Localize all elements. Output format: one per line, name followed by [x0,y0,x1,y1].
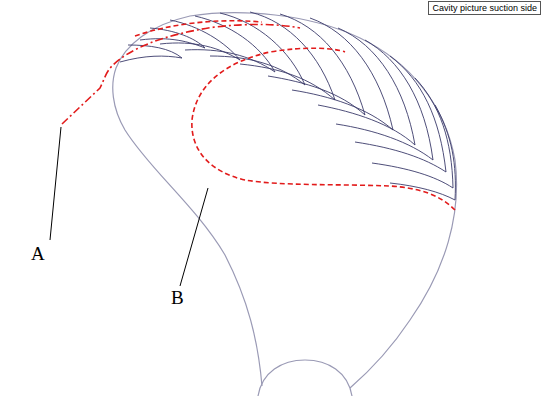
caption-box: Cavity picture suction side [428,1,541,15]
blade-outline [113,13,457,388]
cavity-hatching [120,12,455,200]
callout-letter: A [30,244,46,264]
hub [258,360,352,396]
leader-line [50,127,61,240]
callout-letter: B [170,288,185,308]
cavity-line [62,24,300,124]
caption-text: Cavity picture suction side [432,2,537,14]
cavity-boundary [135,21,262,36]
leader-line [180,188,208,286]
cavity-boundary [192,48,455,210]
